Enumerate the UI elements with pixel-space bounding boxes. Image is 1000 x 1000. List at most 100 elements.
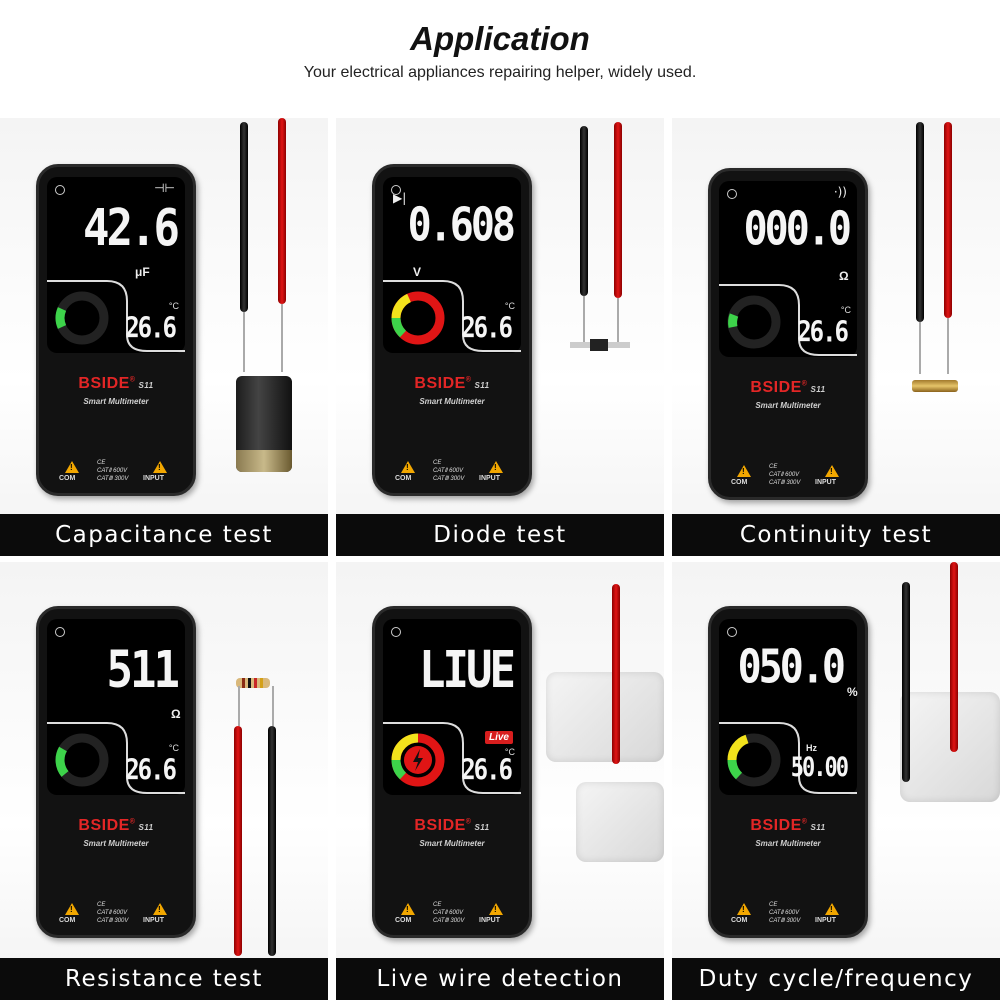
gauge-icon	[727, 733, 781, 787]
input-label: INPUT	[143, 475, 164, 482]
fuse	[912, 380, 958, 392]
probe-tip	[947, 318, 949, 374]
gauge-icon	[55, 733, 109, 787]
brand-subtitle: Smart Multimeter	[83, 839, 149, 848]
resistor	[236, 678, 270, 688]
temperature-reading: 26.6	[461, 311, 513, 345]
temp-unit: °C	[840, 305, 851, 315]
power-icon	[727, 189, 737, 199]
display-curve	[719, 284, 857, 356]
probe-tip	[281, 304, 283, 372]
input-label: INPUT	[815, 479, 836, 486]
lcd-screen: ·)) 000.0 Ω °C 26.6	[719, 181, 857, 357]
unit-label: %	[847, 685, 858, 699]
multimeter: ⊣⊢ 42.6 μF °C 26.6 BSIDE®S11 Smart Multi…	[36, 164, 196, 496]
multimeter: LIUE Live °C 26.6 BSIDE®S11 Smart Multim…	[372, 606, 532, 938]
unit-label: V	[413, 265, 422, 279]
warning-icon: !	[153, 461, 167, 473]
warning-icon: !	[737, 465, 751, 477]
brand-subtitle: Smart Multimeter	[419, 397, 485, 406]
wall-socket	[576, 782, 664, 862]
com-label: COM	[731, 917, 748, 924]
unit-label: μF	[135, 265, 150, 279]
power-icon	[55, 185, 65, 195]
red-probe	[278, 118, 286, 304]
power-icon	[391, 627, 401, 637]
red-probe	[944, 122, 952, 318]
black-probe	[902, 582, 910, 782]
probe-tip	[583, 296, 585, 342]
lcd-screen: LIUE Live °C 26.6	[383, 619, 521, 795]
temp-unit: °C	[168, 743, 179, 753]
lcd-screen: 511 Ω °C 26.6	[47, 619, 185, 795]
panel-resistance: 511 Ω °C 26.6 BSIDE®S11 Smart Multimeter…	[0, 562, 328, 1000]
warning-icon: !	[401, 461, 415, 473]
frequency-reading: 50.00	[790, 753, 849, 783]
input-label: INPUT	[815, 917, 836, 924]
com-label: COM	[395, 917, 412, 924]
black-probe	[268, 726, 276, 956]
main-reading: 050.0	[737, 641, 846, 694]
display-curve	[383, 280, 521, 352]
main-reading: LIUE	[419, 641, 516, 700]
input-label: INPUT	[479, 917, 500, 924]
gauge-icon	[55, 291, 109, 345]
black-probe	[916, 122, 924, 322]
gauge-icon	[391, 733, 445, 787]
temp-unit: °C	[168, 301, 179, 311]
capacitor	[236, 376, 292, 472]
input-label: INPUT	[143, 917, 164, 924]
brand-logo: BSIDE®S11	[414, 817, 490, 834]
brand-logo: BSIDE®S11	[78, 375, 154, 392]
power-icon	[391, 185, 401, 195]
warning-icon: !	[825, 465, 839, 477]
brand-logo: BSIDE®S11	[414, 375, 490, 392]
warning-icon: !	[401, 903, 415, 915]
warning-icon: !	[65, 903, 79, 915]
multimeter: ·)) 000.0 Ω °C 26.6 BSIDE®S11 Smart Mult…	[708, 168, 868, 500]
power-icon	[727, 627, 737, 637]
live-badge: Live	[484, 731, 513, 744]
temperature-reading: 26.6	[125, 311, 177, 345]
brand-logo: BSIDE®S11	[78, 817, 154, 834]
warning-icon: !	[489, 903, 503, 915]
probe-tip	[272, 686, 274, 726]
page-subtitle: Your electrical appliances repairing hel…	[303, 64, 697, 81]
display-curve	[719, 722, 857, 794]
temperature-reading: 26.6	[461, 753, 513, 787]
brand-subtitle: Smart Multimeter	[755, 839, 821, 848]
temp-unit: °C	[504, 747, 515, 757]
panel-continuity: ·)) 000.0 Ω °C 26.6 BSIDE®S11 Smart Mult…	[672, 118, 1000, 556]
power-icon	[55, 627, 65, 637]
lcd-screen: 050.0 % Hz 50.00	[719, 619, 858, 795]
black-probe	[580, 126, 588, 296]
warning-icon: !	[65, 461, 79, 473]
panel-caption: Live wire detection	[336, 958, 664, 1000]
gauge-icon	[727, 295, 781, 349]
temperature-reading: 26.6	[125, 753, 177, 787]
panel-caption: Diode test	[336, 514, 664, 556]
warning-icon: !	[825, 903, 839, 915]
warning-icon: !	[737, 903, 751, 915]
probe-tip	[238, 686, 240, 726]
lcd-screen: ▶| 0.608 V °C 26.6	[383, 177, 521, 353]
brand-subtitle: Smart Multimeter	[419, 839, 485, 848]
frequency-unit: Hz	[806, 743, 817, 753]
temperature-reading: 26.6	[797, 315, 849, 349]
com-label: COM	[59, 475, 76, 482]
brand-subtitle: Smart Multimeter	[83, 397, 149, 406]
panel-caption: Capacitance test	[0, 514, 328, 556]
probe-tip	[243, 312, 245, 372]
brand-logo: BSIDE®S11	[750, 379, 826, 396]
probe-tip	[919, 322, 921, 374]
panel-caption: Resistance test	[0, 958, 328, 1000]
red-probe	[614, 122, 622, 298]
